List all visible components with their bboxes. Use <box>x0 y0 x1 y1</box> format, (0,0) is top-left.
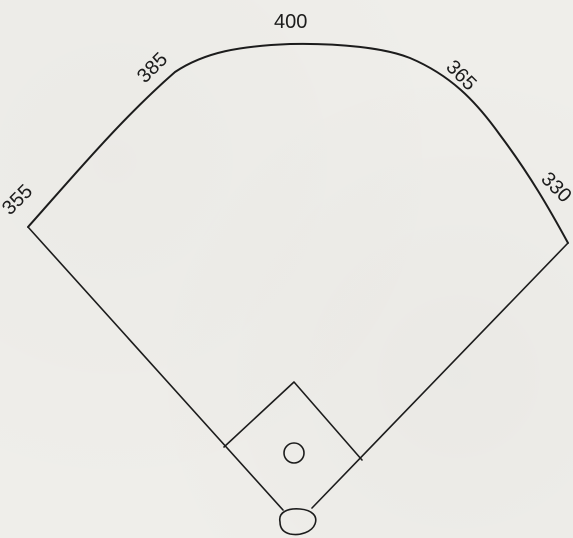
infield-diamond <box>224 382 362 460</box>
distance-label-center-field: 400 <box>274 11 307 33</box>
distance-label-left-field: 355 <box>0 180 37 219</box>
outfield-fence <box>28 44 568 243</box>
right-foul-line <box>312 243 568 508</box>
pitchers-mound <box>284 443 304 463</box>
distance-label-right-field: 330 <box>536 168 573 207</box>
distance-label-left-center: 385 <box>133 48 172 87</box>
left-foul-line <box>28 227 283 510</box>
distance-label-right-center: 365 <box>441 56 480 95</box>
home-plate <box>280 509 316 535</box>
